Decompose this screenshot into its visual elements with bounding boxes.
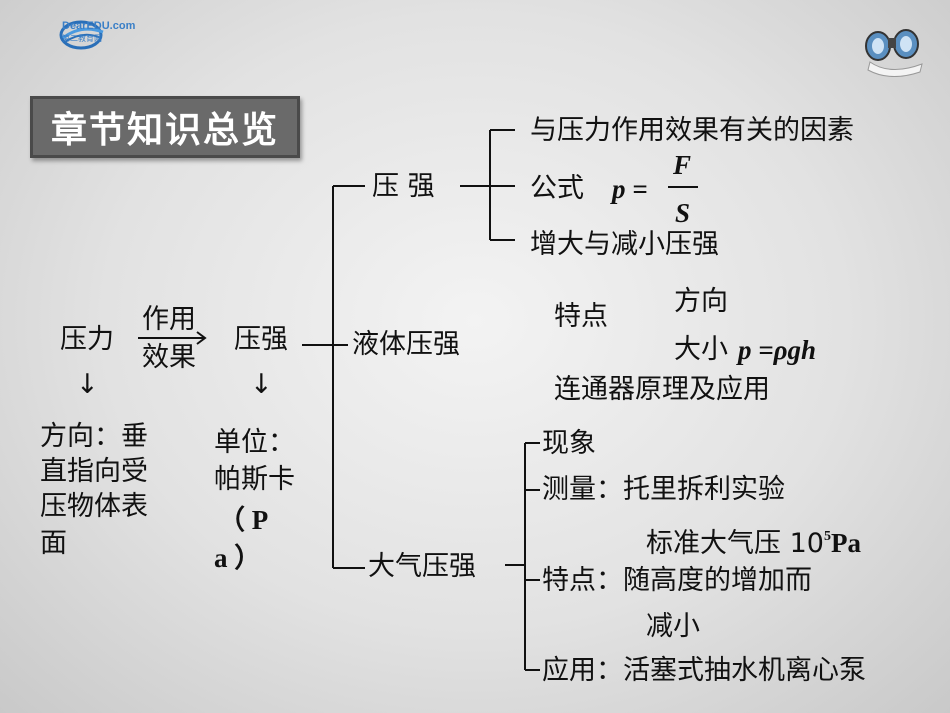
unit-line: a ） bbox=[214, 543, 262, 573]
down-arrow-pressure: ↓ bbox=[250, 369, 273, 400]
arrow-label-top: 作用 bbox=[142, 304, 196, 335]
pressure-force-label: 压力 bbox=[60, 324, 114, 355]
formula-denominator: S bbox=[675, 198, 691, 228]
air-standard-exponent: 5 bbox=[823, 529, 831, 544]
force-direction-line: 直指向受 bbox=[40, 456, 148, 487]
air-feature-line2: 减小 bbox=[646, 611, 700, 642]
connector-item: 连通器原理及应用 bbox=[554, 374, 770, 405]
formula-label: 公式 bbox=[530, 173, 584, 204]
force-direction-line: 方向：垂 bbox=[40, 421, 148, 452]
section-title: 章节知识总览 bbox=[50, 110, 279, 151]
liquid-direction: 方向 bbox=[674, 286, 728, 317]
air-standard-unit: Pa bbox=[830, 528, 861, 558]
branch-air-pressure: 大气压强 bbox=[368, 551, 476, 582]
binoculars-icon bbox=[865, 29, 923, 77]
formula-variable: p = bbox=[612, 174, 648, 204]
unit-line: 帕斯卡 bbox=[214, 464, 295, 495]
air-phenomenon: 现象 bbox=[542, 428, 596, 459]
unit-line: 单位： bbox=[214, 427, 295, 458]
air-measure: 测量：托里拆利实验 bbox=[542, 474, 785, 505]
arrow-label-bottom: 效果 bbox=[142, 342, 196, 373]
down-arrow-force: ↓ bbox=[76, 369, 99, 400]
force-direction-line: 面 bbox=[40, 528, 67, 559]
section-title-box: 章节知识总览 bbox=[30, 96, 300, 158]
factors-item: 与压力作用效果有关的因素 bbox=[530, 115, 854, 146]
force-direction-line: 压物体表 bbox=[40, 491, 148, 522]
logo-text: DearEDU.com bbox=[62, 20, 136, 32]
liquid-feature: 特点 bbox=[554, 301, 608, 332]
branch-solid-pressure: 压 强 bbox=[372, 171, 435, 202]
unit-line: （ P bbox=[218, 505, 269, 535]
liquid-size: 大小 bbox=[674, 334, 728, 365]
pressure-label: 压强 bbox=[234, 324, 288, 355]
change-item: 增大与减小压强 bbox=[530, 229, 719, 260]
formula-numerator: F bbox=[673, 150, 692, 180]
air-application: 应用：活塞式抽水机离心泵 bbox=[542, 655, 866, 686]
branch-liquid-pressure: 液体压强 bbox=[352, 329, 460, 360]
air-standard: 标准大气压 105Pa bbox=[646, 520, 861, 561]
air-feature-line1: 特点：随高度的增加而 bbox=[542, 565, 812, 596]
swoosh-logo-icon bbox=[59, 20, 104, 50]
air-standard-text: 标准大气压 10 bbox=[646, 528, 824, 559]
logo-subtext: 第二教育网 bbox=[62, 34, 102, 43]
liquid-size-formula: p =ρgh bbox=[738, 335, 817, 365]
